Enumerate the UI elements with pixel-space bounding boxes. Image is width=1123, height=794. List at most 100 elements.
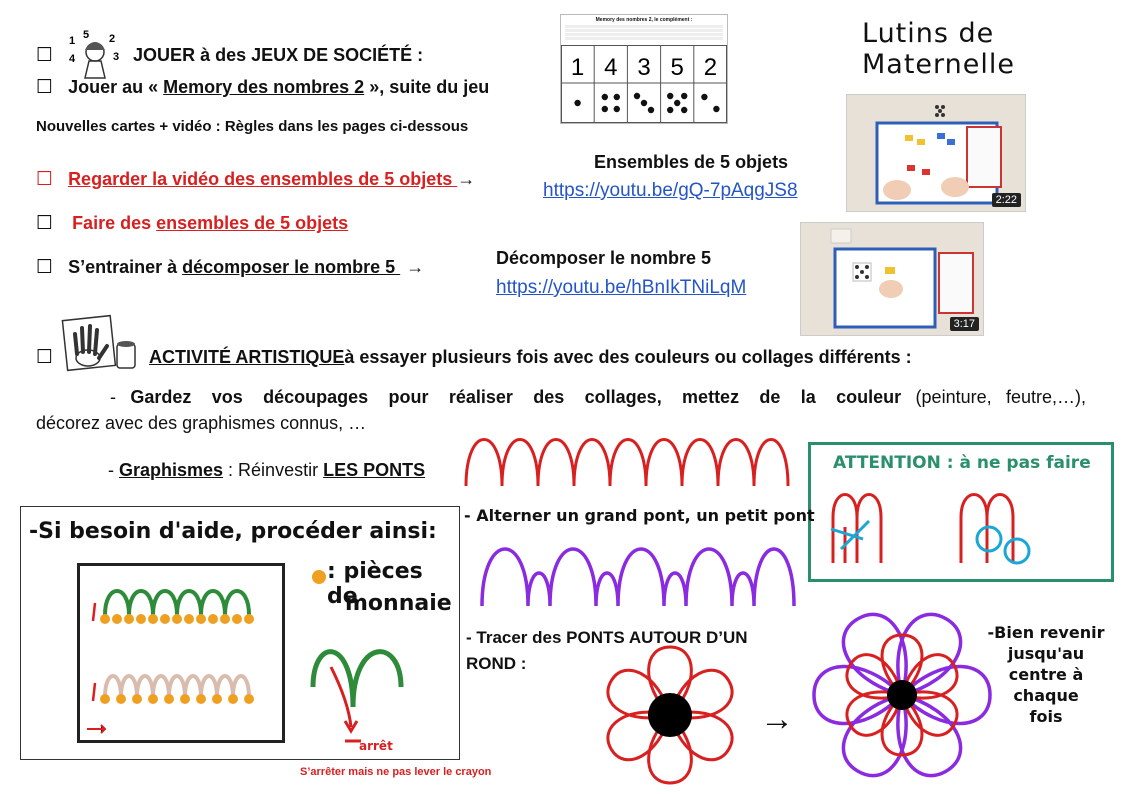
memory-dot (681, 92, 688, 100)
big-flower-petal-purple (841, 693, 908, 778)
memory-dot (713, 105, 720, 113)
line-decomposer: ☐ S’entrainer à décomposer le nombre 5 → (36, 256, 424, 278)
video2-title: Décomposer le nombre 5 (496, 248, 712, 268)
girl-with-numbers-icon: 1 5 2 4 3 (69, 30, 119, 79)
memory-card-title: Memory des nombres 2, le complément : (595, 17, 693, 23)
alternate-text: - Alterner un grand pont, un petit pont (464, 506, 815, 525)
help-caption: S’arrêter mais ne pas lever le crayon (300, 766, 492, 778)
big-flower-petal-red (900, 690, 959, 737)
memory-dot (613, 93, 620, 101)
small-flower-icon (606, 645, 734, 785)
brand-logo: Lutins de Maternelle (862, 18, 1112, 80)
memory-dot (613, 105, 620, 113)
icon-number: 4 (69, 53, 76, 65)
icon-number: 3 (113, 51, 119, 63)
memory-card-rules (561, 23, 727, 51)
round-line2: ROND : (466, 654, 527, 673)
memory-dot (667, 106, 674, 114)
graphismes-mid: : Réinvestir (223, 460, 324, 480)
line-jeux: ☐ 1 5 2 4 3 JOUER à des JEUX DE SOCIÉTÉ … (36, 30, 423, 80)
icon-number: 2 (109, 33, 115, 45)
help-stop: arrêt (359, 739, 393, 753)
graphismes-dash: - (108, 460, 119, 480)
memory-dot (601, 105, 608, 113)
big-flower-petal-red (880, 693, 924, 757)
memory-dot (701, 93, 708, 101)
art-p2: décorez avec des graphismes connus, … (36, 413, 367, 433)
big-flower-petal-purple (841, 612, 908, 697)
big-flower-petal-red (900, 653, 959, 700)
memory-dot (667, 92, 674, 100)
line-memory-suffix: », suite du jeu (364, 77, 490, 97)
line-jeux-text: JOUER à des JEUX DE SOCIÉTÉ : (133, 44, 424, 65)
line-new-cards: Nouvelles cartes + vidéo : Règles dans l… (36, 118, 469, 135)
memory-dot (633, 92, 641, 100)
memory-dot (647, 106, 655, 114)
memory-number: 5 (671, 54, 684, 81)
big-flower-petal-purple (896, 693, 963, 778)
line-art: ☐ ACTIVITÉ ARTISTIQUE à essayer plusieur… (36, 314, 912, 376)
red-bridges-pattern (464, 438, 790, 487)
memory-number: 1 (571, 54, 584, 81)
video2-link[interactable]: https://youtu.be/hBnIkTNiLqM (496, 277, 747, 298)
memory-dot (574, 99, 581, 107)
checkbox-memory[interactable]: ☐ (36, 76, 54, 98)
stop-arrow-icon (310, 649, 404, 743)
help-legend-2: monnaie (345, 591, 452, 616)
video1-title: Ensembles de 5 objets (594, 152, 789, 172)
memory-number: 3 (637, 54, 650, 81)
video1-link[interactable]: https://youtu.be/gQ-7pAqgJS8 (543, 180, 798, 201)
checkbox-art[interactable]: ☐ (36, 346, 54, 368)
tip-line: centre à (1008, 665, 1084, 684)
help-legend-1: : pièces de (327, 559, 423, 609)
video1-duration: 2:22 (991, 193, 1021, 207)
icon-number: 5 (83, 30, 89, 41)
small-flower-petal (647, 645, 693, 717)
faire-ensembles-link[interactable]: ensembles de 5 objets (156, 213, 349, 233)
small-flower-petal (647, 713, 693, 785)
help-title: -Si besoin d'aide, procéder ainsi: (29, 519, 437, 544)
video1-scene-icon (847, 95, 1025, 211)
decomposer-prefix: S’entrainer à (68, 257, 183, 277)
help-example-icon (87, 589, 254, 734)
checkbox-decomposer[interactable]: ☐ (36, 256, 54, 278)
small-flower-petal (668, 668, 734, 720)
decomposer-link[interactable]: décomposer le nombre 5 (182, 257, 401, 277)
tip-line: fois (1029, 707, 1063, 726)
big-flower-petal-red (880, 633, 924, 697)
memory-dot (640, 99, 648, 107)
arrow-icon: → (760, 700, 794, 738)
tip-line: chaque (1013, 686, 1079, 705)
les-ponts-text: LES PONTS (323, 460, 426, 480)
big-flower-petal-purple (896, 612, 963, 697)
small-flower-petal (606, 710, 672, 762)
brand-text: Lutins de Maternelle (862, 18, 1016, 80)
purple-bridges-pattern (480, 547, 796, 607)
video2-duration: 3:17 (949, 317, 979, 331)
memory-number: 2 (704, 54, 717, 81)
graphismes-line: - Graphismes : Réinvestir LES PONTS (108, 460, 425, 481)
video-ensembles-text[interactable]: Regarder la vidéo des ensembles de 5 obj… (68, 169, 458, 189)
line-memory: ☐ Jouer au « Memory des nombres 2 », sui… (36, 76, 489, 98)
line-faire-ensembles: ☐ Faire des ensembles de 5 objets (36, 212, 348, 234)
help-box: -Si besoin d'aide, procéder ainsi: : piè… (20, 506, 460, 760)
faire-ensembles-prefix: Faire des (72, 213, 157, 233)
video2-thumbnail[interactable]: 3:17 (800, 222, 984, 336)
attention-box: ATTENTION : à ne pas faire (808, 442, 1114, 582)
memory-link[interactable]: Memory des nombres 2 (163, 77, 365, 97)
big-flower-petal-red (845, 653, 904, 700)
video1-thumbnail[interactable]: 2:22 (846, 94, 1026, 212)
art-p1-bold: Gardez vos découpages pour réaliser des … (130, 387, 902, 407)
line-video-ensembles: ☐ Regarder la vidéo des ensembles de 5 o… (36, 168, 475, 190)
checkbox-jeux[interactable]: ☐ (36, 44, 54, 66)
tip-text: -Bien revenir jusqu'au centre à chaque f… (986, 622, 1106, 727)
wrong-bridges-icon (830, 493, 1031, 565)
line-memory-prefix: Jouer au « (68, 77, 164, 97)
arrow-icon: → (457, 169, 476, 189)
checkbox-video-ensembles[interactable]: ☐ (36, 168, 54, 190)
checkbox-faire-ensembles[interactable]: ☐ (36, 212, 54, 234)
art-p1-paren: (peinture, feutre,…), (901, 387, 1086, 407)
coin-icon (312, 570, 326, 584)
painted-hand-icon (61, 314, 136, 372)
